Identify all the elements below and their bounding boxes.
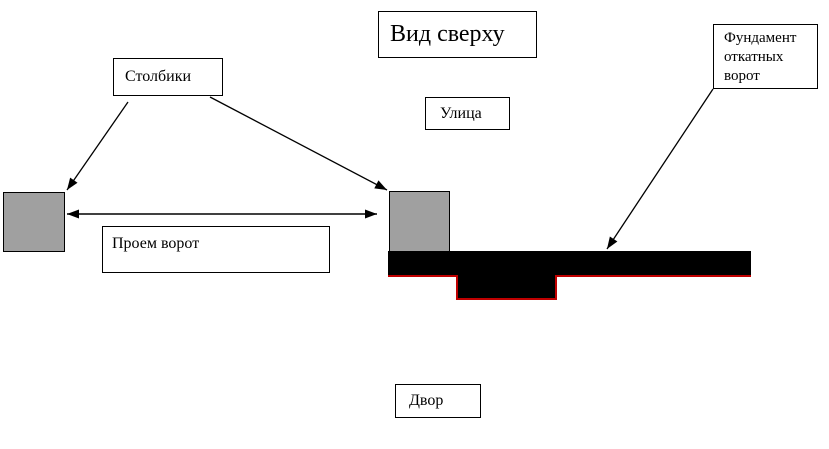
gate-opening-label-box: Проем ворот — [102, 226, 330, 273]
title-box: Вид сверху — [378, 11, 537, 58]
posts-label-box: Столбики — [113, 58, 223, 96]
foundation-label-box: Фундамент откатных ворот — [713, 24, 818, 89]
page-title: Вид сверху — [390, 21, 505, 47]
foundation-red-outline — [388, 275, 751, 300]
posts-label: Столбики — [125, 68, 192, 85]
gate-opening-label: Проем ворот — [112, 235, 200, 252]
left-post-rect — [3, 192, 65, 252]
arrow-posts-to-right-post — [209, 96, 388, 191]
yard-label: Двор — [409, 392, 444, 409]
arrow-foundation-label-to-slab — [606, 88, 714, 250]
yard-label-box: Двор — [395, 384, 481, 418]
street-label: Улица — [440, 104, 482, 122]
foundation-label: Фундамент откатных ворот — [724, 30, 797, 84]
right-post-rect — [389, 191, 450, 252]
arrow-posts-to-left-post — [66, 101, 129, 191]
street-label-box: Улица — [425, 97, 510, 130]
